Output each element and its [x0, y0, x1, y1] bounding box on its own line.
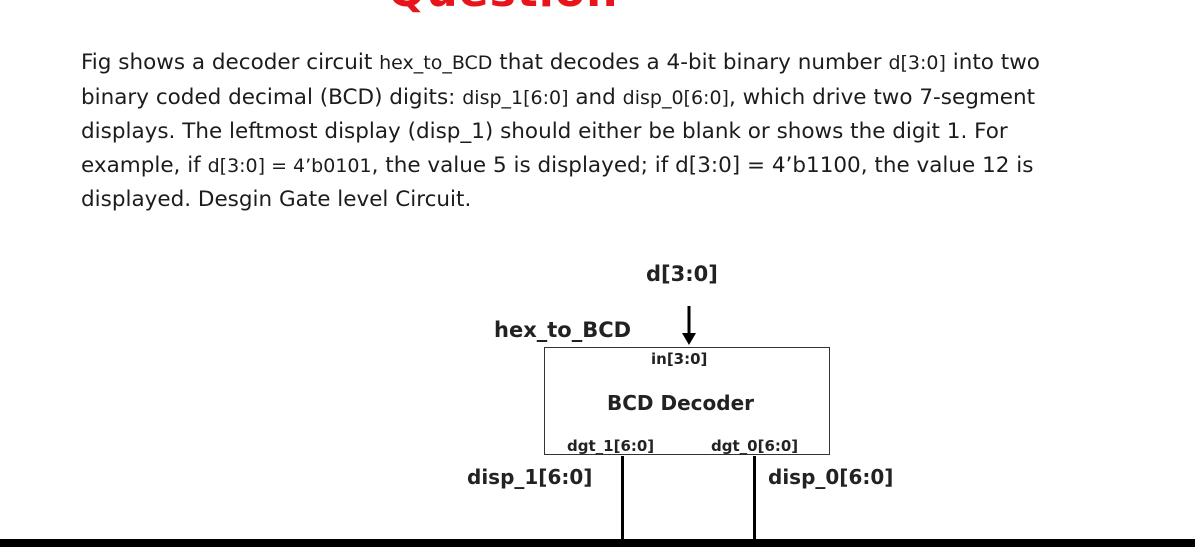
module-name-label: hex_to_BCD	[494, 318, 632, 342]
question-paragraph: Fig shows a decoder circuit hex_to_BCD t…	[81, 46, 1081, 217]
input-signal-label: d[3:0]	[646, 262, 718, 286]
output-line-right	[753, 456, 756, 540]
bottom-divider	[0, 539, 1195, 547]
text-segment: , the value 5 is displayed; if	[371, 152, 676, 178]
decoder-box	[544, 347, 830, 455]
port-dgt0-label: dgt_0[6:0]	[711, 437, 799, 455]
code-segment: hex_to_BCD	[379, 52, 493, 74]
text-segment: and	[568, 84, 623, 110]
output-line-left	[621, 456, 624, 540]
code-segment: d[3:0]	[888, 52, 946, 74]
text-segment: Fig shows a decoder circuit	[81, 50, 380, 75]
code-segment: disp_0[6:0]	[622, 86, 729, 109]
port-in-label: in[3:0]	[651, 350, 708, 368]
text-segment: , the value 12 is displayed. Desgin Gate…	[81, 152, 1034, 213]
output-right-label: disp_0[6:0]	[768, 465, 894, 489]
text-segment: into two binary coded decimal (BCD) digi…	[81, 50, 1040, 110]
page-title: Question	[388, 0, 618, 17]
text-segment: that decodes a 4-bit binary number	[492, 50, 889, 75]
box-label: BCD Decoder	[607, 391, 754, 415]
code-segment: disp_1[6:0]	[462, 86, 569, 109]
input-arrow-icon	[682, 306, 696, 345]
text-segment: d[3:0] = 4’b1100	[675, 152, 861, 178]
port-dgt1-label: dgt_1[6:0]	[567, 437, 655, 455]
text-segment: , which drive two 7-segment displays. Th…	[81, 84, 1036, 178]
output-left-label: disp_1[6:0]	[467, 465, 593, 489]
code-segment: d[3:0] = 4’b0101	[207, 154, 372, 177]
